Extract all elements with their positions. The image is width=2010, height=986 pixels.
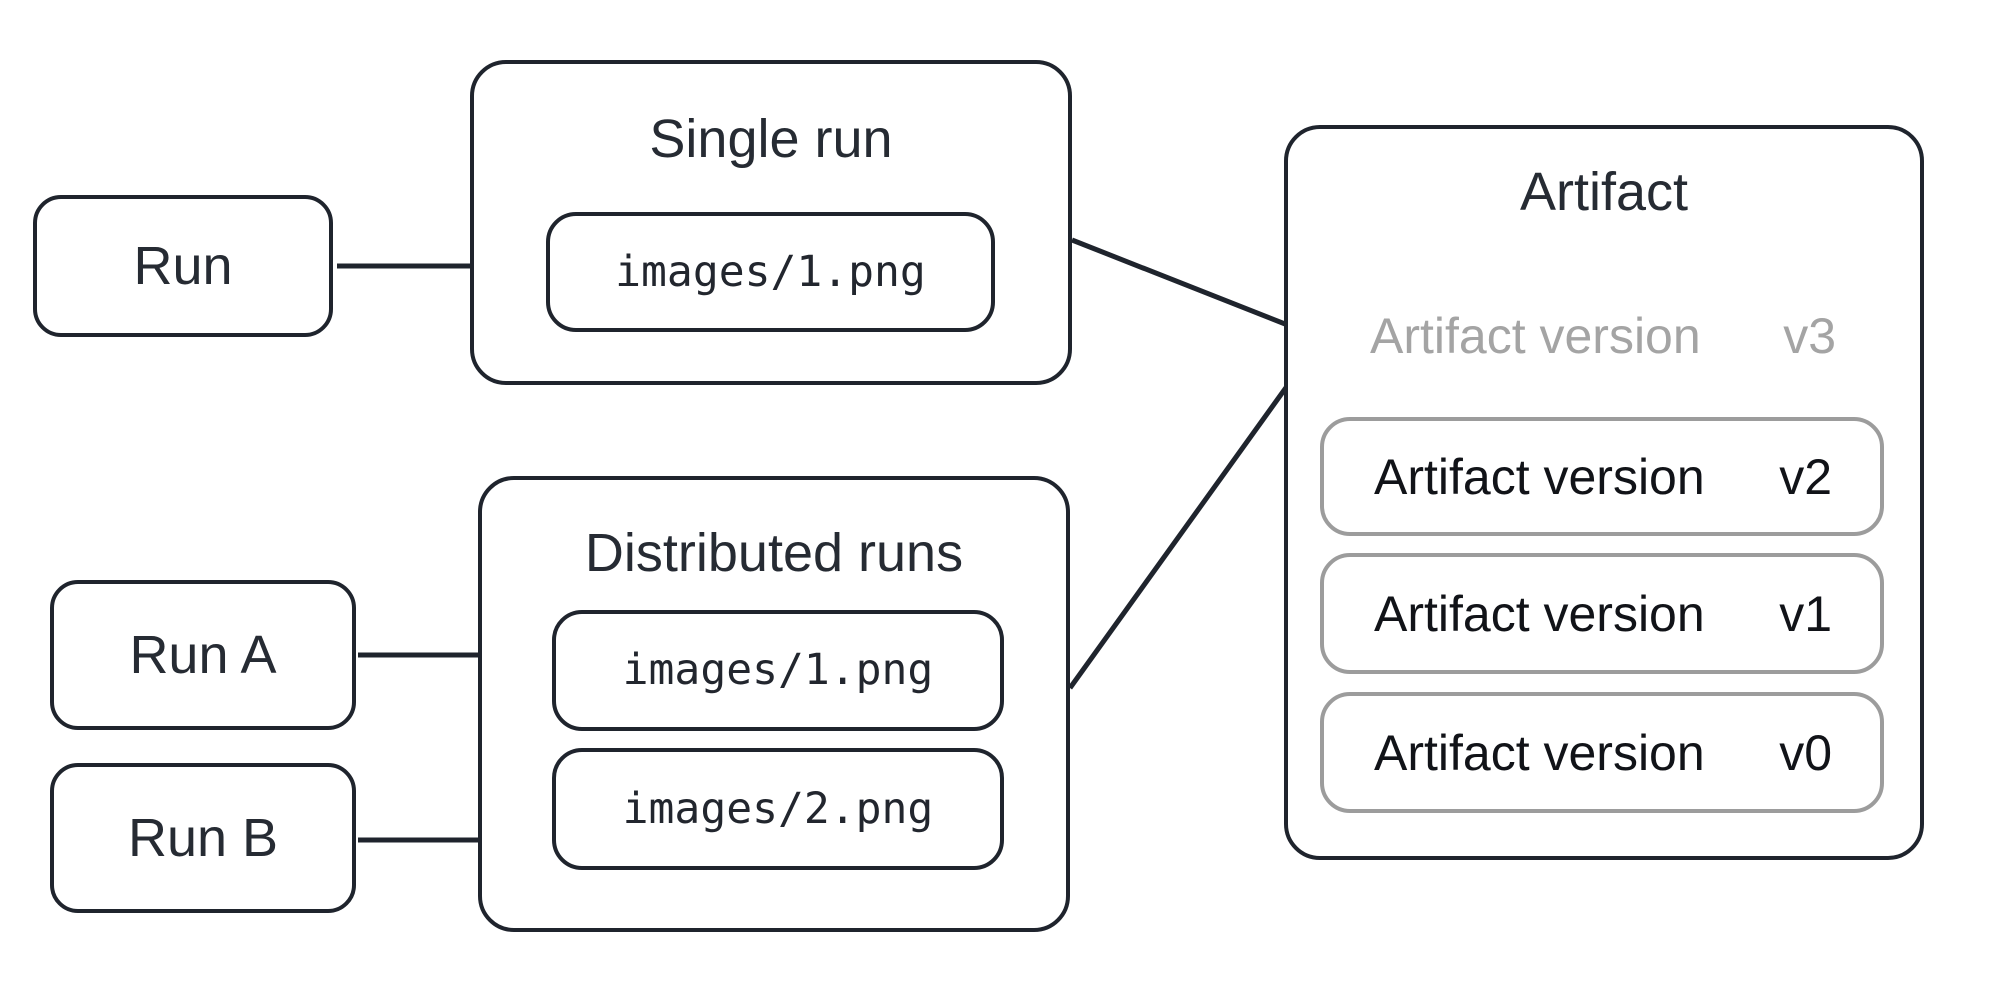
artifact-version-v1: Artifact version v1 xyxy=(1320,553,1884,674)
artifact-version-v0: Artifact version v0 xyxy=(1320,692,1884,813)
run-a-node-label: Run A xyxy=(129,625,277,685)
distributed-runs-file-a-node: images/1.png xyxy=(552,610,1004,731)
run-a-node: Run A xyxy=(50,580,356,730)
artifact-version-v3-pending: Artifact version v3 xyxy=(1320,275,1884,397)
distributed-runs-group-title: Distributed runs xyxy=(584,523,964,583)
artifact-version-v1-tag: v1 xyxy=(1779,585,1832,642)
run-b-node: Run B xyxy=(50,763,356,913)
artifact-group-title: Artifact xyxy=(1519,162,1689,222)
artifact-version-v1-label: Artifact version xyxy=(1374,585,1705,642)
distributed-runs-file-b-node: images/2.png xyxy=(552,748,1004,870)
distributed-runs-file-a-label: images/1.png xyxy=(622,645,934,695)
artifact-version-v2: Artifact version v2 xyxy=(1320,417,1884,536)
artifact-version-v2-label: Artifact version xyxy=(1374,448,1705,505)
single-run-file-node: images/1.png xyxy=(546,212,995,332)
run-node: Run xyxy=(33,195,333,337)
single-run-group-title: Single run xyxy=(649,109,893,169)
artifact-version-v0-tag: v0 xyxy=(1779,724,1832,781)
single-run-file-label: images/1.png xyxy=(615,246,926,297)
artifact-version-v0-label: Artifact version xyxy=(1374,724,1705,781)
arrow-distributed-runs-to-artifact-v3 xyxy=(1067,347,1316,690)
distributed-runs-file-b-label: images/2.png xyxy=(622,783,934,834)
artifact-version-v3-tag: v3 xyxy=(1783,308,1836,364)
arrow-single-run-to-artifact-v3 xyxy=(1071,237,1316,341)
artifact-version-v2-tag: v2 xyxy=(1779,448,1832,505)
artifact-version-v3-label: Artifact version xyxy=(1370,308,1701,364)
run-node-label: Run xyxy=(133,236,233,296)
run-b-node-label: Run B xyxy=(127,808,279,868)
